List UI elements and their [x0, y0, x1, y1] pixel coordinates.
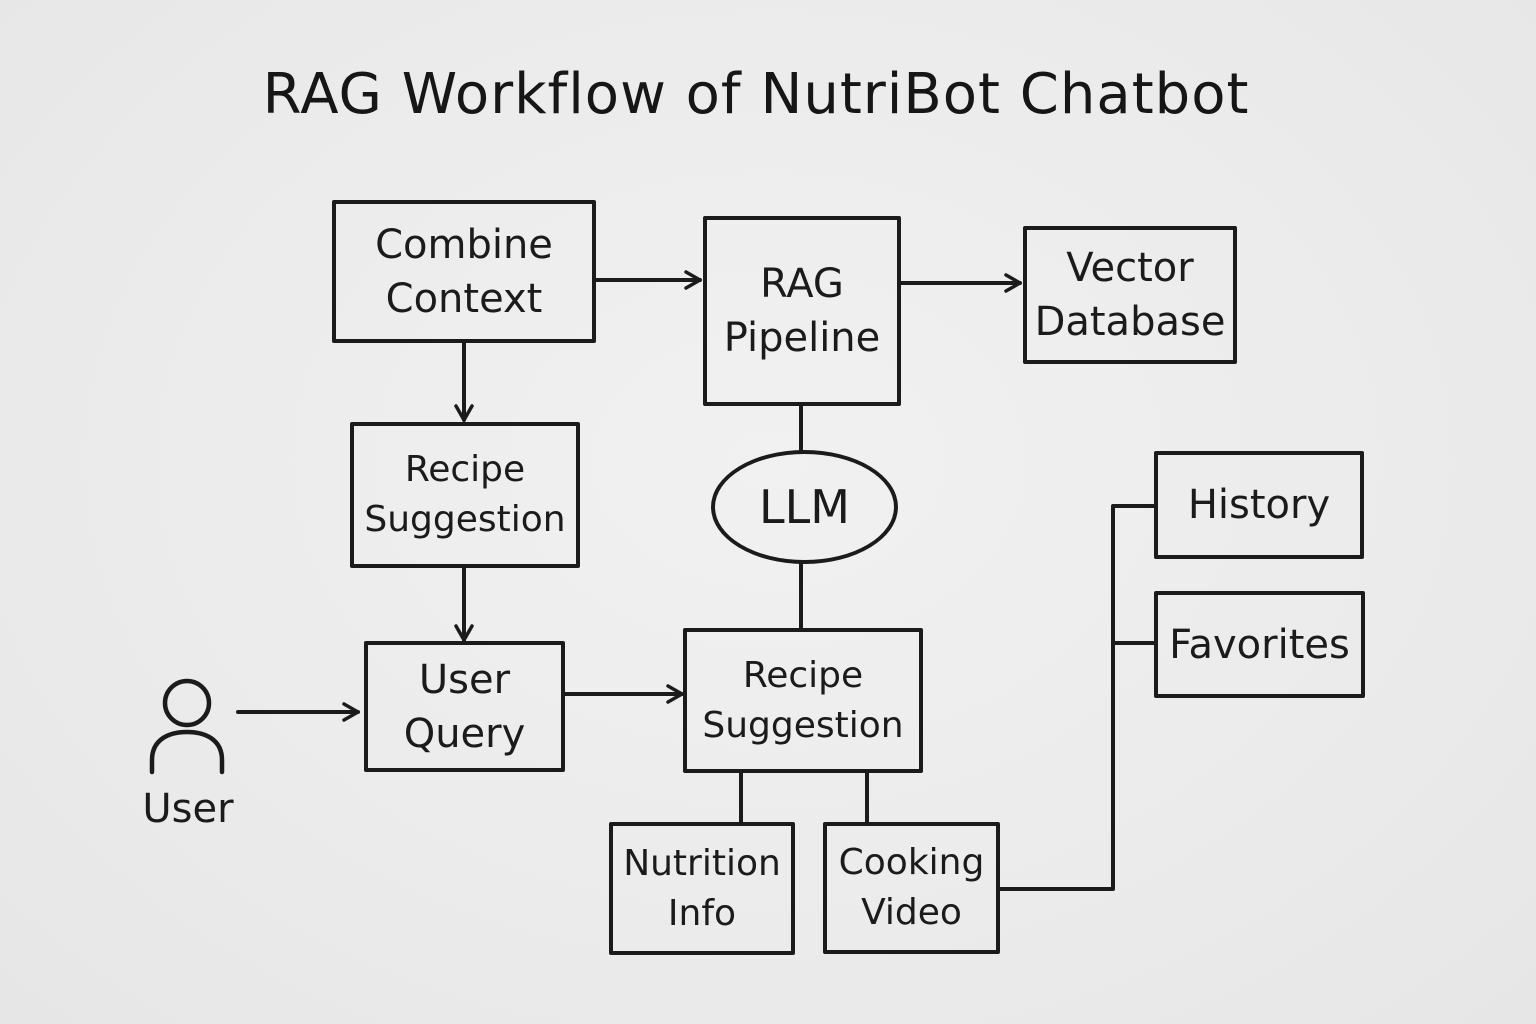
history-node: History — [1154, 451, 1364, 559]
rag-pipeline-node: RAG Pipeline — [703, 216, 901, 406]
cooking-video-node: Cooking Video — [823, 822, 1000, 954]
user-query-node: User Query — [364, 641, 565, 772]
llm-label: LLM — [759, 480, 850, 534]
vector-database-label-line1: Vector — [1066, 245, 1194, 291]
vector-database-node: Vector Database — [1023, 226, 1237, 364]
nutrition-info-node: Nutrition Info — [609, 822, 795, 955]
history-label: History — [1187, 482, 1331, 528]
user-query-label-line1: User — [418, 656, 511, 703]
cooking-video-label-line1: Cooking — [838, 842, 985, 883]
cooking-video-label-line2: Video — [861, 892, 962, 933]
nutrition-info-label-line1: Nutrition — [623, 842, 781, 884]
edge-cooking-to-history-favorites — [997, 504, 1157, 891]
rag-pipeline-label-line1: RAG — [760, 261, 844, 307]
user-icon — [149, 678, 225, 775]
recipe-suggestion-center-label-line1: Recipe — [742, 654, 864, 696]
combine-context-label-line2: Context — [385, 275, 543, 322]
llm-node: LLM — [711, 450, 898, 564]
recipe-suggestion-center-label-line2: Suggestion — [702, 704, 904, 746]
combine-context-node: Combine Context — [332, 200, 596, 343]
page-title: RAG Workflow of NutriBot Chatbot — [262, 62, 1250, 127]
user-query-label-line2: Query — [403, 710, 526, 757]
recipe-suggestion-center-node: Recipe Suggestion — [683, 628, 923, 773]
recipe-suggestion-left-label-line2: Suggestion — [364, 499, 566, 540]
recipe-suggestion-left-node: Recipe Suggestion — [350, 422, 580, 568]
vector-database-label-line2: Database — [1034, 299, 1226, 345]
recipe-suggestion-left-label-line1: Recipe — [404, 449, 526, 490]
favorites-label: Favorites — [1169, 621, 1350, 668]
user-label: User — [142, 786, 234, 832]
favorites-node: Favorites — [1154, 591, 1365, 698]
combine-context-label-line1: Combine — [375, 221, 553, 268]
rag-pipeline-label-line2: Pipeline — [723, 315, 881, 361]
nutrition-info-label-line2: Info — [667, 892, 737, 934]
